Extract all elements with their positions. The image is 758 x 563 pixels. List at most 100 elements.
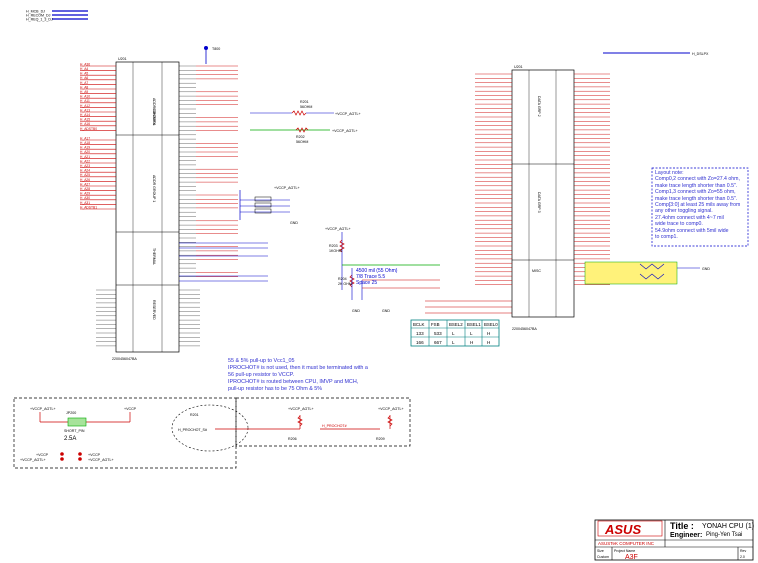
tp-label: T800: [212, 47, 220, 51]
net-label: H_A4: [80, 67, 88, 71]
table-cell: H: [487, 331, 490, 336]
net-label: H_ADSTB1: [80, 205, 97, 209]
table-cell: 133: [416, 331, 424, 336]
u1-section-b: ADDR GROUP 1: [152, 175, 156, 202]
prochot-note-line: 56 pull-up resistor to VCCP.: [228, 372, 295, 378]
middle-resistors: +VCCP_AGTL+ R203 1KOHM R204 2K OHM GND G…: [325, 227, 440, 313]
net-label: H_A26: [80, 178, 90, 182]
engineer-label: Engineer:: [670, 532, 703, 539]
prochot-circuit: R201 H_PROCHOT_S# +VCCP_AGTL+ R206 H_PRO…: [178, 407, 404, 441]
r201-val: 56OHM: [300, 105, 312, 109]
table-cell: 533: [434, 331, 442, 336]
u1-section-c: CONTROL: [152, 108, 156, 126]
u2-bottom-ref: 2200456047BA: [512, 327, 537, 331]
legend-block: H_MCB_DJ H_RECOM_DJ H_REQ_1_3_DJ: [26, 10, 88, 22]
u1-reserved-pins: [96, 289, 200, 347]
gnd-1: GND: [290, 221, 298, 225]
gnd-4: GND: [702, 267, 710, 271]
chip-u1: U201 2200456047BA ADDR GROUP 0 ADDR GROU…: [112, 57, 180, 361]
u2-section-b: DATA GRP 3: [537, 192, 541, 213]
net-label: H_A31: [80, 201, 90, 205]
prochot-ellipse: [171, 404, 249, 452]
thermal-lines: [179, 242, 268, 282]
trace-note-3: Space 25: [356, 280, 377, 286]
layout-note-line: to comp1.: [655, 234, 678, 241]
u2-left-pins: [475, 73, 512, 285]
bp-3: +VCCP: [88, 453, 101, 457]
layout-note-line: make trace length shorter than 0.5".: [655, 182, 738, 189]
net-label: H_A15: [80, 118, 90, 122]
u1-section-e: RESERVED: [152, 300, 156, 320]
prochot-label: H_PROCHOT_S#: [178, 428, 207, 432]
net-label: H_A19: [80, 146, 90, 150]
table-header: BSEL2: [449, 322, 463, 327]
resistor-r201: R201 56OHM +VCCP_AGTL+: [250, 100, 361, 116]
title-block: ASUS ASUSTeK COMPUTER INC Size Custom Pr…: [594, 519, 754, 561]
legend-3: H_REQ_1_3_DJ: [26, 18, 53, 22]
net-label: H_A9: [80, 90, 88, 94]
layout-note-line: Layout note:: [655, 170, 684, 176]
u1-section-a: ADDR GROUP 0: [152, 98, 156, 125]
net-label: H_ADSTB0: [80, 127, 97, 131]
layout-note-line: 27.4ohm connect with 4~7 mil: [655, 214, 724, 221]
u2-section-a: DATA GRP 2: [537, 96, 541, 117]
u1-ref: U201: [118, 57, 127, 61]
prochot-note: 55 & 5% pull-up to Vcc1_05 IPROCHOT# is …: [228, 358, 428, 393]
r202-val: 56OHM: [296, 140, 308, 144]
u1-left-pins-a: H_A36H_A4H_A5H_A6H_A7H_A8H_A9H_A10H_A11H…: [80, 62, 116, 131]
net-label: H_A29: [80, 192, 90, 196]
gnd-2: GND: [352, 309, 360, 313]
net-label: H_A11: [80, 99, 90, 103]
title-value: YONAH CPU (1): [702, 523, 755, 530]
table-header: BSEL0: [484, 322, 498, 327]
jumper-val: SHORT_PIN: [64, 429, 85, 433]
table-cell: 667: [434, 340, 442, 345]
r201-ref: R201: [300, 100, 309, 104]
net-label: H_A18: [80, 141, 90, 145]
prochot-note-line: 55 & 5% pull-up to Vcc1_05: [228, 358, 295, 364]
prochot-net: H_PROCHOT#: [322, 424, 347, 428]
bp-2: +VCCP_AGTL+: [20, 458, 46, 462]
layout-note-box: [651, 167, 749, 247]
itp-area: +VCCP_AGTL+ GND: [239, 186, 300, 225]
top-right-net: H_DSLPX: [603, 52, 709, 56]
u1-section-d: THERMAL: [152, 248, 156, 265]
layout-note-line: make trace length shorter than 0.5".: [655, 195, 738, 202]
table-cell: L: [452, 331, 455, 336]
vccp-label-2: +VCCP_AGTL+: [332, 129, 358, 133]
power-box: [13, 397, 237, 469]
bp-1: +VCCP: [36, 453, 49, 457]
layout-note-line: Comp[3:0] at least 25 mils away from: [655, 202, 741, 209]
rev-label: Rev: [740, 549, 746, 553]
net-label: H_A27: [80, 182, 90, 186]
size-label: Size: [597, 549, 604, 553]
table-cell: H: [487, 340, 490, 345]
comp-highlight: GND: [584, 261, 710, 285]
table-header: BCLK: [413, 322, 425, 327]
testpoint-t800: T800: [204, 46, 220, 64]
size-value: Custom: [597, 555, 609, 559]
company-name: ASUSTeK COMPUTER INC: [598, 541, 655, 546]
layout-note-line: Comp0,2 connect with Zo=27.4 ohm,: [655, 176, 740, 183]
vccp-label-1: +VCCP_AGTL+: [335, 112, 361, 116]
layout-note-line: wide trace to comp0.: [655, 221, 703, 228]
net-label: H_A16: [80, 122, 90, 126]
u1-right-pins: [179, 65, 238, 277]
top-right-net-label: H_DSLPX: [692, 52, 709, 56]
net-label: H_A12: [80, 104, 90, 108]
vccp-label-7: +VCCP_AGTL+: [288, 407, 314, 411]
project-value: A3F: [625, 554, 638, 561]
net-label: H_A30: [80, 196, 90, 200]
net-label: H_A10: [80, 95, 90, 99]
u2-ref: U201: [514, 65, 523, 69]
net-label: H_A17: [80, 136, 90, 140]
u1-left-pins-b: H_A17H_A18H_A19H_A20H_A21H_A22H_A23H_A24…: [80, 136, 116, 209]
r209-ref: R209: [376, 437, 385, 441]
table-cell: H: [470, 340, 473, 345]
project-label: Project Name: [614, 549, 635, 553]
legend-1: H_MCB_DJ: [26, 10, 45, 14]
net-label: H_A5: [80, 72, 88, 76]
layout-note-line: Comp1,3 connect with Zo=55 ohm,: [655, 189, 736, 196]
